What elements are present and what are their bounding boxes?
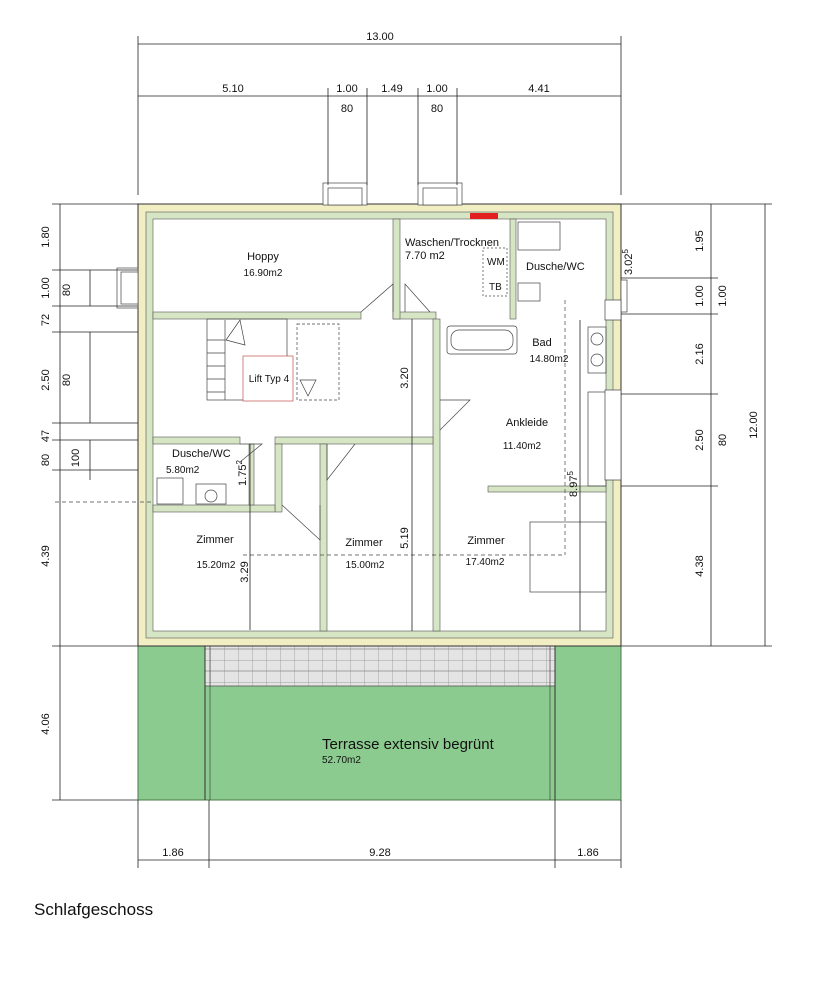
room-zimmer3-area: 17.40m2 [466, 557, 505, 568]
dim-top-b: 1.00 [336, 83, 357, 95]
dim-in-897: 8.975 [566, 471, 580, 497]
room-terrasse-area: 52.70m2 [322, 755, 361, 766]
room-zimmer1-area: 15.20m2 [197, 560, 236, 571]
room-bad-area: 14.80m2 [530, 354, 569, 365]
dim-in-519: 5.19 [399, 527, 411, 548]
room-ankleide-area: 11.40m2 [503, 441, 542, 452]
dim-left-5: 47 [40, 430, 52, 442]
dimension-lines [52, 36, 772, 868]
dim-in-302: 3.025 [621, 249, 635, 275]
dim-in-320: 3.20 [399, 367, 411, 388]
dim-in-329: 3.29 [239, 561, 251, 582]
room-zimmer1-name: Zimmer [196, 534, 234, 546]
dim-top-c: 1.49 [381, 83, 402, 95]
dim-in-175: 1.752 [235, 460, 249, 486]
room-waschen-area: 7.70 m2 [405, 250, 445, 262]
fixtures [55, 221, 607, 593]
stove-marker [470, 213, 498, 219]
room-dusche1-name: Dusche/WC [526, 261, 585, 273]
room-waschen-name: Waschen/Trocknen [405, 237, 499, 249]
room-zimmer2-name: Zimmer [345, 537, 383, 549]
outer-walls [137, 203, 622, 647]
dim-top-w1: 80 [341, 103, 353, 115]
dim-left-8: 4.06 [40, 713, 52, 734]
room-labels: Hoppy 16.90m2 Waschen/Trocknen 7.70 m2 W… [166, 237, 585, 766]
room-zimmer3-name: Zimmer [467, 535, 505, 547]
room-dusche2-name: Dusche/WC [172, 448, 231, 460]
room-hoppy-area: 16.90m2 [244, 268, 283, 279]
dim-right-total: 12.00 [748, 411, 760, 439]
dim-left-w2: 80 [61, 374, 73, 386]
dim-left-1: 1.80 [40, 226, 52, 247]
dim-top-e: 4.41 [528, 83, 549, 95]
dim-left-2: 1.00 [40, 277, 52, 298]
label-tb: TB [489, 282, 502, 293]
dim-bottom-b: 9.28 [369, 847, 390, 859]
room-hoppy-name: Hoppy [247, 251, 279, 263]
windows [116, 182, 628, 481]
dim-top-a: 5.10 [222, 83, 243, 95]
page-title: Schlafgeschoss [34, 900, 154, 919]
dim-left-3: 72 [40, 314, 52, 326]
dim-left-w1: 80 [61, 284, 73, 296]
dim-left-7: 4.39 [40, 545, 52, 566]
dim-right-2: 1.00 [694, 285, 706, 306]
terrace [137, 640, 622, 801]
dim-right-in1: 1.00 [717, 285, 729, 306]
dim-right-1: 1.95 [694, 230, 706, 251]
dimension-labels: 13.00 5.10 1.00 1.49 1.00 4.41 80 80 1.8… [40, 31, 760, 859]
room-ankleide-name: Ankleide [506, 417, 548, 429]
dim-left-4: 2.50 [40, 369, 52, 390]
label-lift: Lift Typ 4 [249, 374, 290, 385]
dim-top-w2: 80 [431, 103, 443, 115]
dim-right-3: 2.16 [694, 343, 706, 364]
dim-bottom-c: 1.86 [577, 847, 598, 859]
room-dusche2-area: 5.80m2 [166, 465, 200, 476]
room-terrasse-name: Terrasse extensiv begrünt [322, 736, 495, 753]
dim-bottom-a: 1.86 [162, 847, 183, 859]
dim-right-in2: 80 [717, 434, 729, 446]
dim-left-6: 80 [40, 454, 52, 466]
dim-left-w3: 100 [70, 449, 82, 467]
dim-right-5: 4.38 [694, 555, 706, 576]
room-bad-name: Bad [532, 337, 552, 349]
dim-right-4: 2.50 [694, 429, 706, 450]
dim-top-total: 13.00 [366, 31, 394, 43]
room-zimmer2-area: 15.00m2 [346, 560, 385, 571]
dim-top-d: 1.00 [426, 83, 447, 95]
label-wm: WM [487, 257, 505, 268]
